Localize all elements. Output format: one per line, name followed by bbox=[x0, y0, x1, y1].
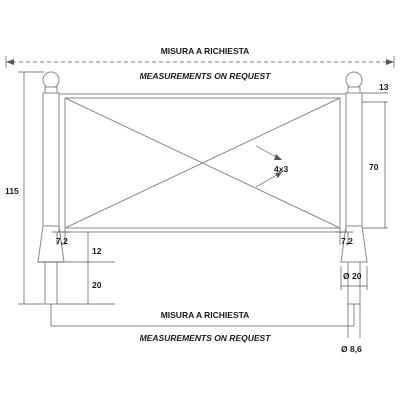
left-post-width: 7,2 bbox=[56, 236, 68, 246]
top-offset-value: 13 bbox=[379, 82, 389, 92]
right-post bbox=[340, 71, 368, 305]
bottom-label-italian: MISURA A RICHIESTA bbox=[161, 310, 250, 320]
callout-arrow-icon bbox=[274, 154, 282, 160]
footing-height-value: 20 bbox=[92, 280, 102, 290]
left-post bbox=[37, 71, 65, 305]
bottom-label-english: MEASUREMENTS ON REQUEST bbox=[140, 333, 272, 343]
arrow-right-icon bbox=[386, 59, 394, 65]
right-post-width: 7,2 bbox=[341, 236, 353, 246]
pin-diameter-value: Ø 8,6 bbox=[341, 344, 362, 354]
total-height-value: 115 bbox=[5, 186, 19, 196]
bar-spec-value: 4x3 bbox=[274, 164, 288, 174]
callout-arrow-icon bbox=[275, 172, 282, 178]
top-label-english: MEASUREMENTS ON REQUEST bbox=[140, 71, 272, 81]
railing-panel bbox=[58, 93, 347, 233]
top-label-italian: MISURA A RICHIESTA bbox=[161, 46, 250, 56]
base-height-value: 12 bbox=[92, 246, 102, 256]
panel-height-value: 70 bbox=[369, 162, 379, 172]
base-diameter-value: Ø 20 bbox=[343, 271, 362, 281]
arrow-left-icon bbox=[6, 59, 14, 65]
